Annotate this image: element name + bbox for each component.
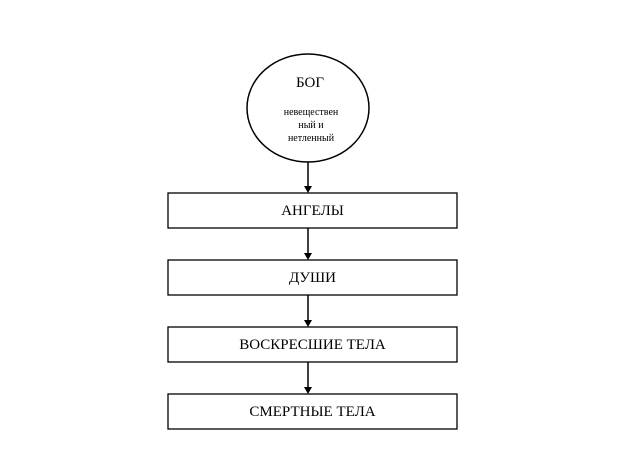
god-description-line-1: невеществен — [283, 107, 339, 118]
arrowhead-souls-resurrected — [304, 320, 312, 327]
box-angels — [167, 192, 458, 229]
label-angels: АНГЕЛЫ — [281, 203, 344, 219]
arrowhead-angels-souls — [304, 253, 312, 260]
box-mortal-bodies — [167, 393, 458, 430]
box-souls — [167, 259, 458, 296]
god-description-line-2: ный и — [298, 120, 324, 131]
label-souls: ДУШИ — [289, 270, 336, 286]
arrowhead-resurrected-mortal — [304, 387, 312, 394]
arrowhead-god-angels — [304, 186, 312, 193]
label-resurrected-bodies: ВОСКРЕСШИЕ ТЕЛА — [239, 337, 386, 353]
label-mortal-bodies: СМЕРТНЫЕ ТЕЛА — [249, 404, 376, 420]
god-title: БОГ — [295, 75, 324, 91]
god-description-line-3: нетленный — [287, 133, 335, 144]
box-resurrected-bodies — [167, 326, 458, 363]
